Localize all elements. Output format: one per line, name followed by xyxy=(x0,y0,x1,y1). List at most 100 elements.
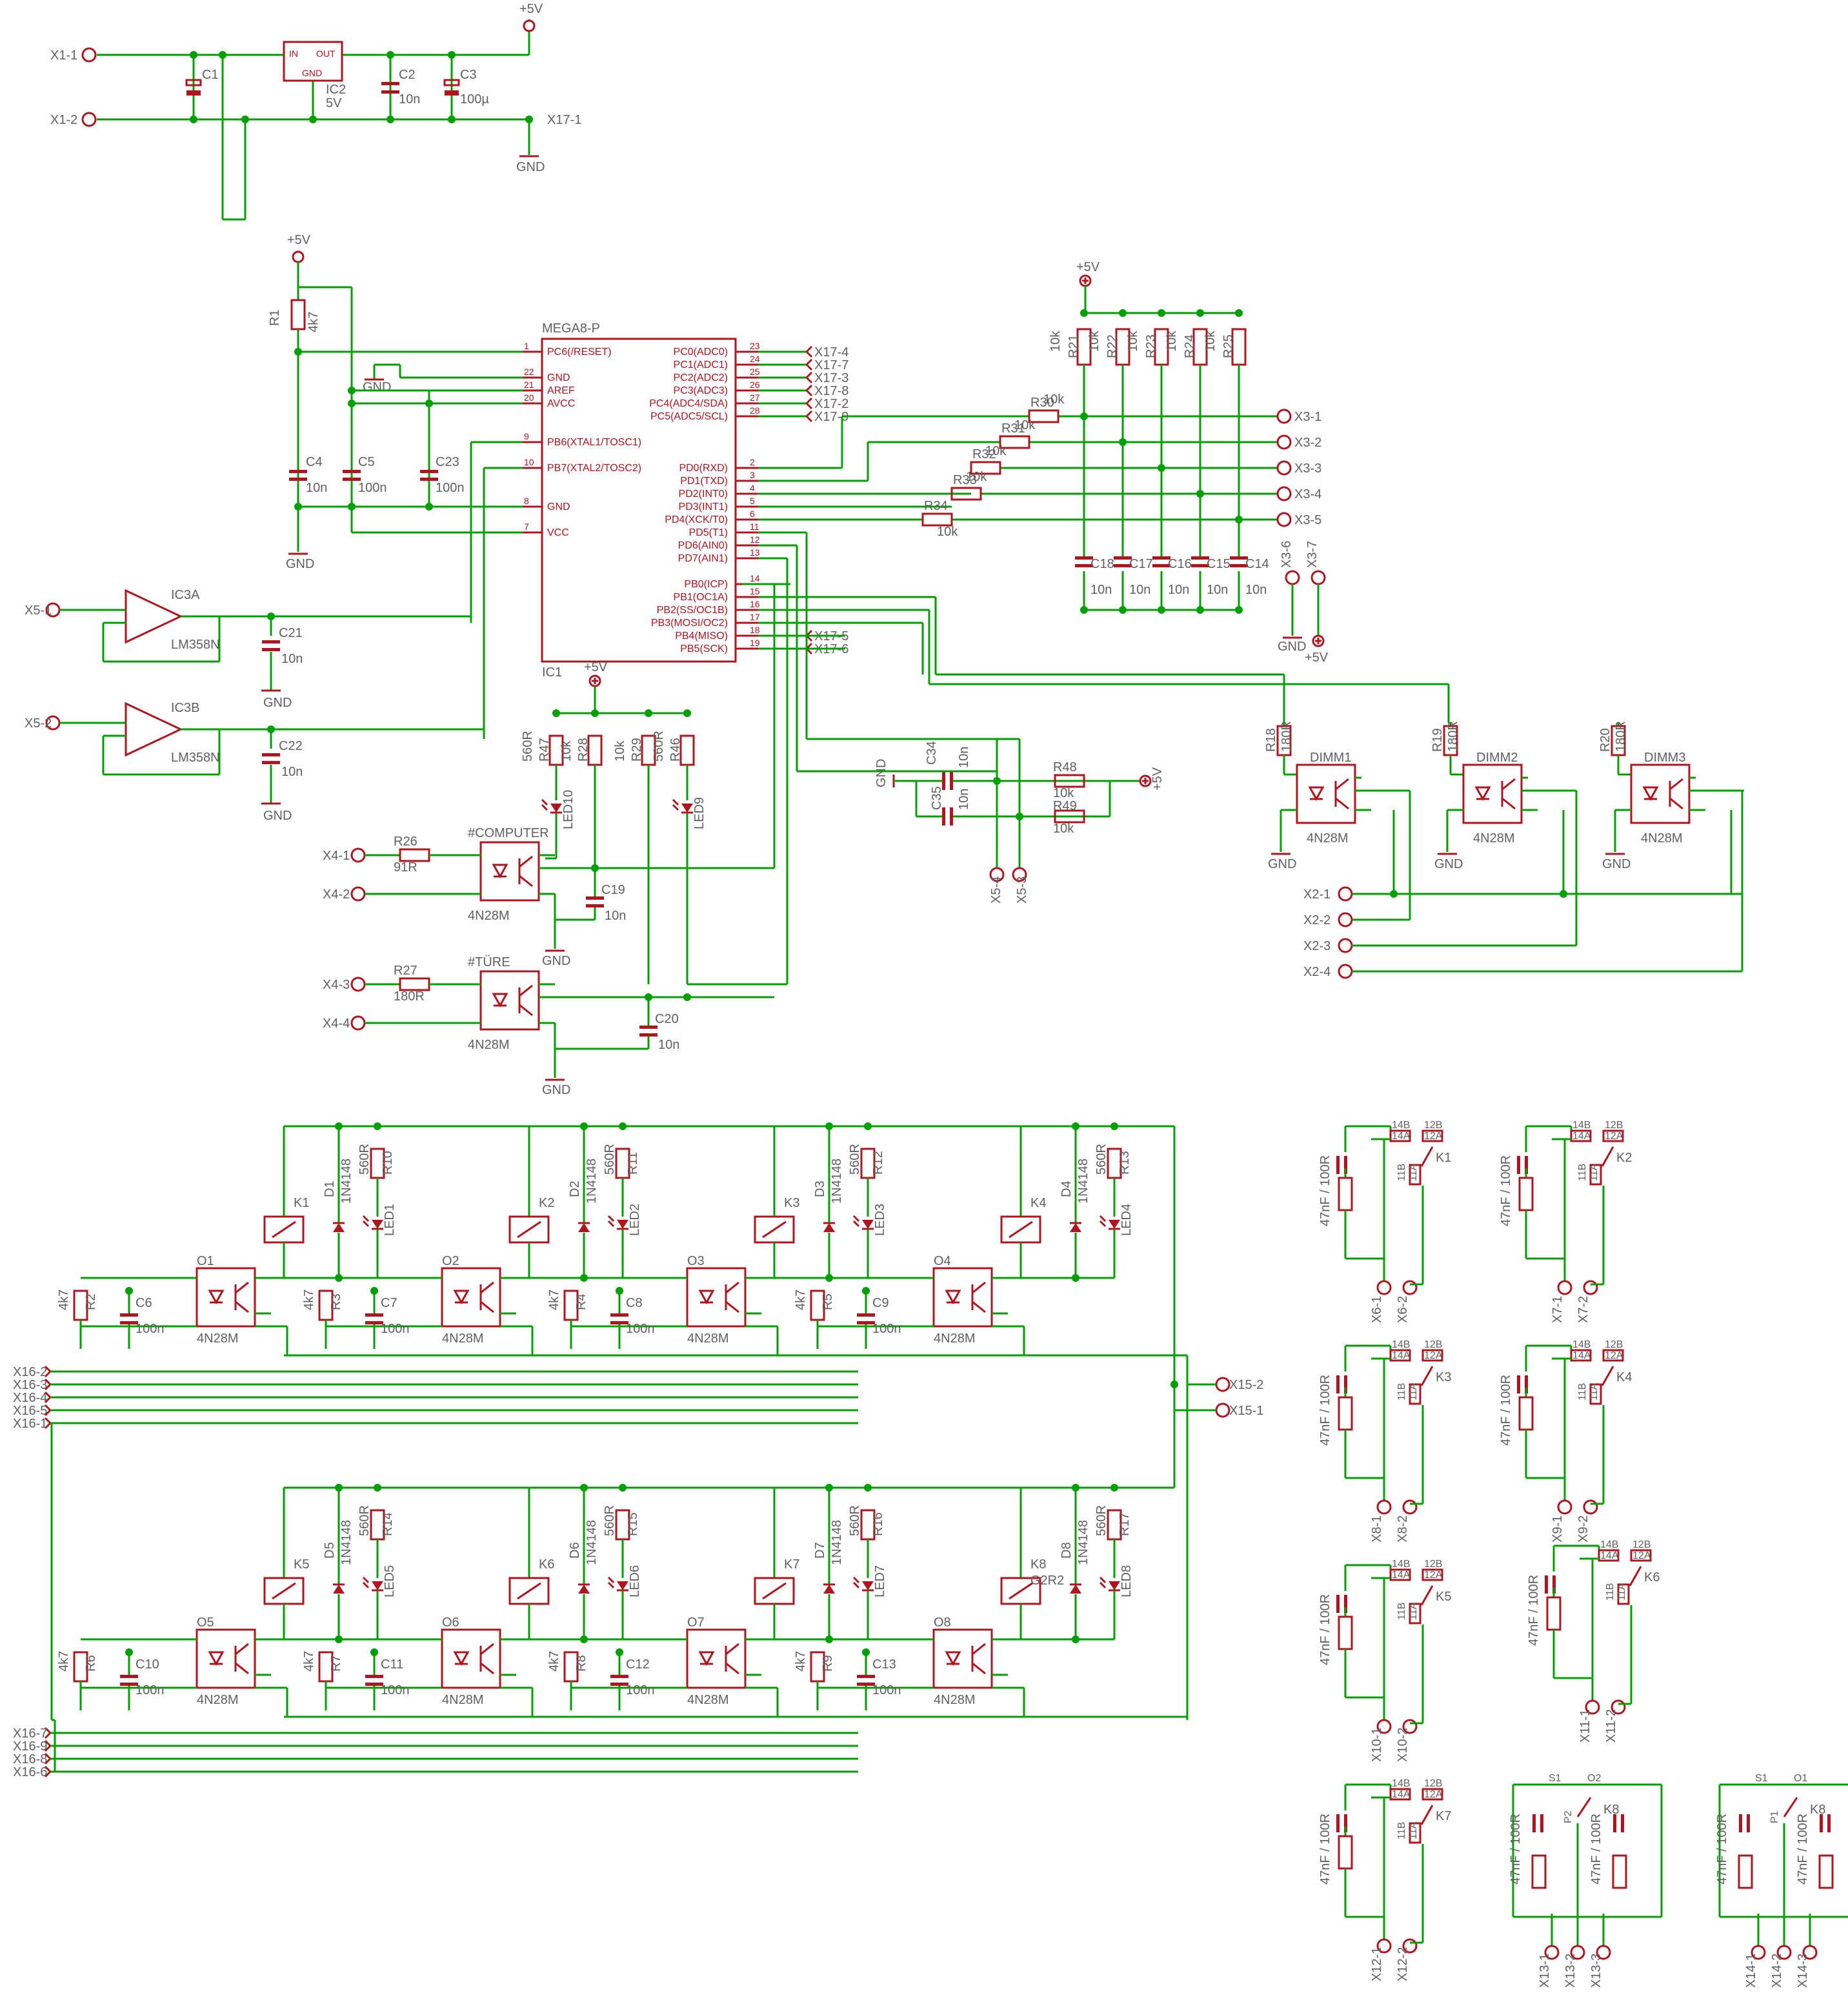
part-value: 4k7 xyxy=(794,1290,808,1310)
capacitor-plate xyxy=(1191,564,1209,567)
contact-label: 12A xyxy=(1424,1131,1443,1142)
part-name: R28 xyxy=(576,738,590,762)
transistor-symbol xyxy=(235,1281,249,1294)
contact-box xyxy=(1409,1603,1421,1624)
part-name: D2 xyxy=(568,1180,582,1197)
net-label: X13-3 xyxy=(1589,1954,1603,1988)
capacitor-plate xyxy=(586,904,604,907)
part-name: C34 xyxy=(925,741,939,765)
part-name: D6 xyxy=(568,1542,582,1559)
contact-label: 11A xyxy=(1408,1382,1419,1401)
contact-box xyxy=(1570,1129,1592,1142)
part-name: O3 xyxy=(687,1254,705,1268)
pin-label: X16-8 xyxy=(13,1752,47,1766)
pin-label: X16-1 xyxy=(13,1417,47,1431)
terminal xyxy=(1215,1402,1230,1418)
terminal xyxy=(1338,886,1353,902)
pin-number: 18 xyxy=(750,625,760,635)
relay-name: K3 xyxy=(1436,1370,1451,1384)
contact-label: O2 xyxy=(1587,1773,1601,1784)
contact-box xyxy=(1617,1583,1630,1605)
resistor xyxy=(921,512,953,527)
terminal xyxy=(1585,1699,1600,1715)
capacitor-plate xyxy=(1517,1375,1520,1393)
contact-label: 12B xyxy=(1424,1559,1442,1570)
contact-label: P2 xyxy=(1563,1810,1574,1823)
capacitor xyxy=(1532,1814,1543,1832)
led xyxy=(362,1576,383,1592)
part-name: R7 xyxy=(329,1655,343,1672)
part-value: 4N28M xyxy=(197,1693,238,1707)
optocoupler-body xyxy=(932,1628,993,1689)
net-label: X17-7 xyxy=(814,358,849,372)
capacitor-plate xyxy=(1525,1375,1528,1393)
net-label: X3-6 xyxy=(1280,541,1294,568)
part-value: 180R xyxy=(1614,721,1628,752)
resistor xyxy=(1338,1177,1353,1211)
pin-label: X1-1 xyxy=(50,48,77,63)
capacitor-c4: C4 10n xyxy=(289,455,327,495)
supply-label: +5V xyxy=(1305,651,1329,665)
capacitor-plate xyxy=(1532,1814,1536,1832)
capacitor-plate xyxy=(857,1321,875,1324)
part-name: R17 xyxy=(1118,1512,1132,1536)
part-value: 10n xyxy=(399,92,420,106)
terminal xyxy=(1776,1945,1792,1960)
relay-coil-mark xyxy=(1009,1582,1033,1600)
capacitor xyxy=(262,640,280,651)
part-value: 4k7 xyxy=(306,312,321,332)
contact-switch xyxy=(1420,1146,1434,1167)
part-name: D5 xyxy=(323,1542,337,1559)
part-value: 180R xyxy=(1280,721,1294,752)
part-value: 10k xyxy=(1087,330,1101,352)
mcu-ref: IC1 xyxy=(542,665,562,680)
input-couplers: #COMPUTER4N28MX4-1X4-2R2691RGNDC1910n#TÜ… xyxy=(323,584,787,1097)
capacitor-plate xyxy=(365,1675,383,1678)
part-value: 560R xyxy=(357,1505,372,1536)
net-label: X14-1 xyxy=(1744,1954,1758,1988)
relay-name: K8 xyxy=(1810,1803,1825,1817)
capacitor-plate xyxy=(1344,1814,1347,1832)
part-value: 10k xyxy=(1126,330,1140,352)
part-name: R46 xyxy=(668,738,683,762)
part-name: O4 xyxy=(934,1254,951,1268)
pin-label: X16-5 xyxy=(13,1404,47,1418)
led-ray xyxy=(1099,1581,1107,1589)
part-value: 10n xyxy=(957,789,971,810)
pin-function: AREF xyxy=(547,385,575,396)
part-name: C8 xyxy=(626,1296,643,1310)
part-value: 4N28M xyxy=(1307,831,1348,845)
terminal xyxy=(1544,1945,1560,1960)
capacitor-plate xyxy=(1114,564,1132,567)
led-ray xyxy=(607,1576,615,1584)
net-label: X11-1 xyxy=(1578,1709,1592,1743)
part-name: C6 xyxy=(136,1296,152,1310)
led xyxy=(1099,1215,1120,1230)
net-arrow xyxy=(805,384,813,397)
pin-function: PC1(ADC1) xyxy=(674,359,728,370)
contact-box xyxy=(1598,1549,1620,1562)
optocoupler-body xyxy=(1296,764,1356,824)
net-label: X12-2 xyxy=(1396,1947,1410,1981)
capacitor-plate xyxy=(639,1026,658,1029)
junction xyxy=(552,709,560,717)
resistor xyxy=(679,734,695,766)
pin-number: 23 xyxy=(750,341,760,351)
capacitor-plate xyxy=(1230,564,1248,567)
led-symbol xyxy=(1642,786,1659,802)
pin-number: 15 xyxy=(750,586,760,596)
relay-name: K6 xyxy=(539,1557,554,1572)
capacitor xyxy=(1336,1375,1347,1393)
pin-function: PB2(SS/OC1B) xyxy=(657,605,728,616)
part-name: O7 xyxy=(687,1615,705,1630)
part-name: R49 xyxy=(1053,799,1077,813)
contact-switch xyxy=(1783,1797,1798,1817)
transistor-symbol xyxy=(1502,797,1516,810)
resistor xyxy=(1738,1854,1753,1889)
net-label: X3-3 xyxy=(1294,461,1321,476)
optocoupler-body xyxy=(196,1267,256,1328)
part-name: C9 xyxy=(872,1296,889,1310)
contact-label: 11A xyxy=(1408,1821,1419,1839)
part-value: 4N28M xyxy=(442,1693,483,1707)
capacitor-c3: C3 100µ xyxy=(443,68,489,106)
